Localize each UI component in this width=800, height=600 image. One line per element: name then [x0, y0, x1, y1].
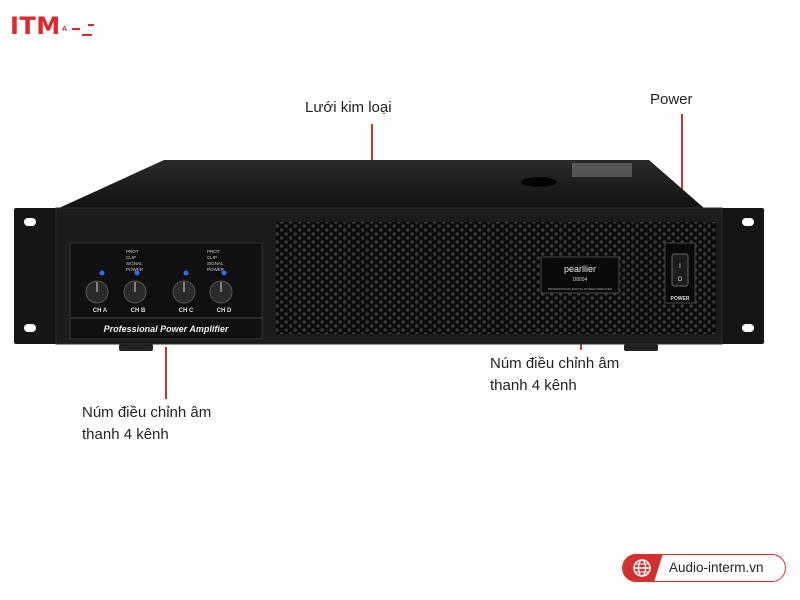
rack-ear-left	[14, 208, 58, 344]
logo-dash	[88, 24, 94, 26]
indicator-label: PROT	[207, 249, 220, 254]
brand-subtitle: PROFESSIONAL DIGITAL POWER AMPLIFIER	[548, 287, 613, 291]
indicator-label: PROT	[126, 249, 139, 254]
logo-dash	[72, 28, 80, 30]
model-number: D8004	[573, 277, 588, 283]
logo-dash	[82, 34, 92, 36]
website-badge[interactable]: Audio-interm.vn	[622, 553, 786, 582]
indicator-label: CLIP	[126, 255, 136, 260]
channel-label: CH B	[131, 308, 146, 314]
indicator-label: SIGNAL	[126, 261, 143, 266]
power-switch	[671, 253, 689, 287]
panel-title: Professional Power Amplifier	[104, 324, 229, 334]
top-cover	[59, 160, 704, 208]
indicator-label: POWER	[126, 267, 144, 272]
top-sticker	[572, 163, 632, 177]
metal-grille	[276, 222, 716, 334]
knobs-left-pointer-line	[165, 347, 167, 399]
foot-right	[624, 344, 658, 351]
rack-ear-right	[720, 208, 764, 344]
knobs-left-label-line2: thanh 4 kênh	[82, 426, 169, 443]
website-url[interactable]: Audio-interm.vn	[669, 560, 764, 575]
power-text: POWER	[671, 296, 690, 302]
foot-left	[119, 344, 153, 351]
indicator-label: SIGNAL	[207, 261, 224, 266]
brand-plate	[540, 256, 620, 294]
switch-on-symbol: I	[679, 264, 681, 270]
logo-sub-text: A	[62, 26, 68, 33]
logo-text: ITM	[10, 12, 61, 40]
power-amplifier-image: PROT CLIP SIGNAL POWER PROT CLIP SIGNAL …	[14, 160, 764, 351]
top-vent	[521, 177, 557, 187]
knobs-left-label-line1: Núm điều chỉnh âm	[82, 404, 212, 421]
power-label: Power	[650, 91, 693, 108]
knobs-right-label-line1: Núm điều chỉnh âm	[490, 355, 620, 372]
channel-knobs	[85, 280, 233, 304]
globe-icon	[623, 553, 663, 582]
grille-label: Lưới kim loại	[305, 99, 392, 116]
power-switch-housing	[664, 242, 696, 304]
channel-label: CH A	[93, 308, 108, 314]
switch-off-symbol: O	[678, 277, 683, 283]
indicator-label: POWER	[207, 267, 225, 272]
brand-name: pearllier	[564, 264, 596, 274]
brand-logo: ITM A	[10, 12, 94, 42]
channel-label: CH C	[179, 308, 194, 314]
knobs-right-label-line2: thanh 4 kênh	[490, 377, 577, 394]
channel-label: CH D	[217, 308, 232, 314]
indicator-label: CLIP	[207, 255, 217, 260]
